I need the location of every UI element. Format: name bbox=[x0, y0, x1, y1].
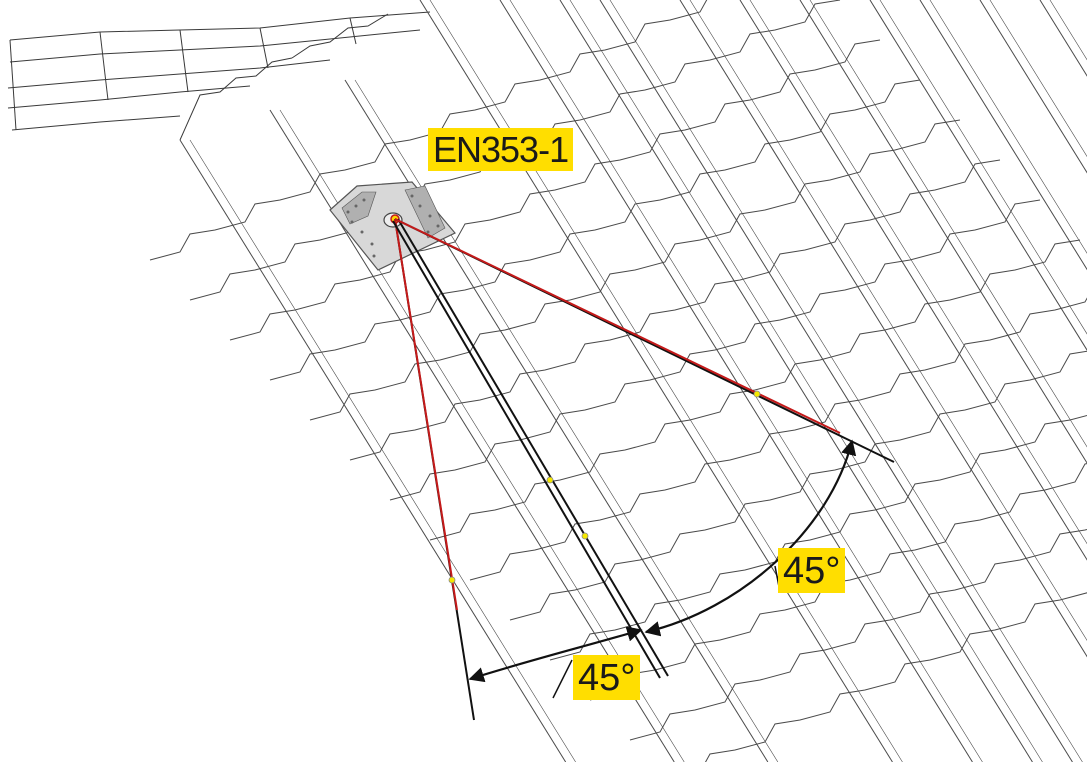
arc-right bbox=[644, 439, 857, 637]
right-line-red bbox=[394, 218, 841, 434]
marker-left bbox=[448, 576, 456, 584]
center-line-a bbox=[392, 220, 661, 679]
marker-right bbox=[753, 390, 761, 398]
center-line-b bbox=[397, 218, 669, 677]
standard-label: EN353-1 bbox=[428, 128, 574, 171]
roof-anchor-plate-icon bbox=[329, 181, 456, 271]
roof-tiles bbox=[149, 0, 1087, 762]
angle-label-left: 45° bbox=[573, 655, 641, 700]
angle-label-right: 45° bbox=[778, 548, 846, 593]
left-line-red bbox=[394, 218, 458, 611]
marker-center-upper bbox=[546, 476, 554, 484]
fall-lines bbox=[392, 218, 895, 721]
ridge-tiles bbox=[7, 11, 431, 141]
marker-center-lower bbox=[581, 532, 589, 540]
arc-left bbox=[468, 626, 643, 683]
line-markers bbox=[448, 390, 761, 584]
